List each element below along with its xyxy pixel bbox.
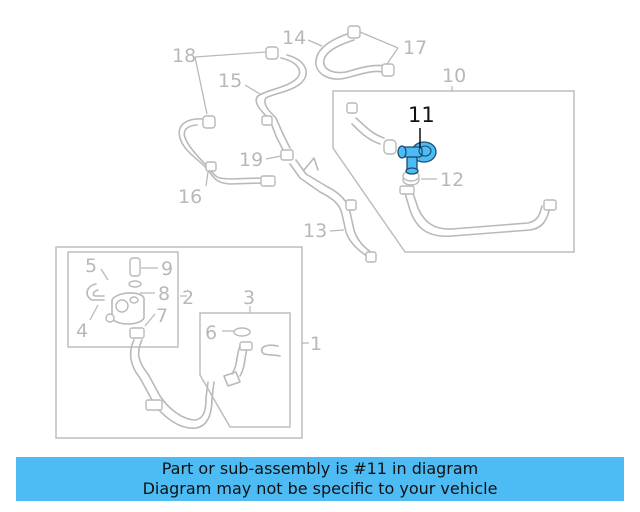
hose-1	[129, 339, 215, 429]
callout-14: 14	[282, 27, 306, 49]
callout-18: 18	[172, 45, 196, 67]
valve-assembly-2	[86, 257, 145, 339]
clamp-19	[280, 149, 294, 161]
banner-line-2: Diagram may not be specific to your vehi…	[142, 479, 498, 498]
assembly-box-2	[67, 251, 179, 348]
callout-6: 6	[205, 322, 217, 344]
banner-line-1: Part or sub-assembly is #11 in diagram	[161, 459, 479, 478]
hose-13	[289, 157, 377, 263]
hose-16	[178, 115, 276, 187]
callout-11: 11	[408, 103, 435, 127]
callout-7: 7	[156, 305, 168, 327]
callout-9: 9	[161, 258, 173, 280]
callout-19: 19	[239, 149, 263, 171]
callout-15: 15	[218, 70, 242, 92]
callout-3: 3	[243, 287, 255, 309]
parts-diagram: 18 15 14 17 10 11 12 19 16 13 5 9 8 2 3 …	[55, 25, 575, 439]
callout-16: 16	[178, 186, 202, 208]
assembly-box-3	[199, 312, 291, 428]
callout-1: 1	[310, 333, 322, 355]
hose-10	[346, 102, 557, 237]
info-banner: Part or sub-assembly is #11 in diagram D…	[16, 457, 624, 501]
callout-12: 12	[440, 169, 464, 191]
hose-assembly-3	[223, 327, 281, 387]
callout-5: 5	[85, 255, 97, 277]
callout-13: 13	[303, 220, 327, 242]
hose-14	[315, 25, 395, 80]
callout-8: 8	[158, 283, 170, 305]
callout-17: 17	[403, 37, 427, 59]
clamp-18	[265, 46, 279, 60]
callout-10: 10	[442, 65, 466, 87]
callout-4: 4	[76, 320, 88, 342]
hose-15	[255, 54, 307, 151]
assembly-box-10	[332, 90, 575, 253]
callout-2: 2	[182, 287, 194, 309]
part-11-highlighted	[397, 141, 437, 175]
leader-lines	[89, 31, 453, 344]
